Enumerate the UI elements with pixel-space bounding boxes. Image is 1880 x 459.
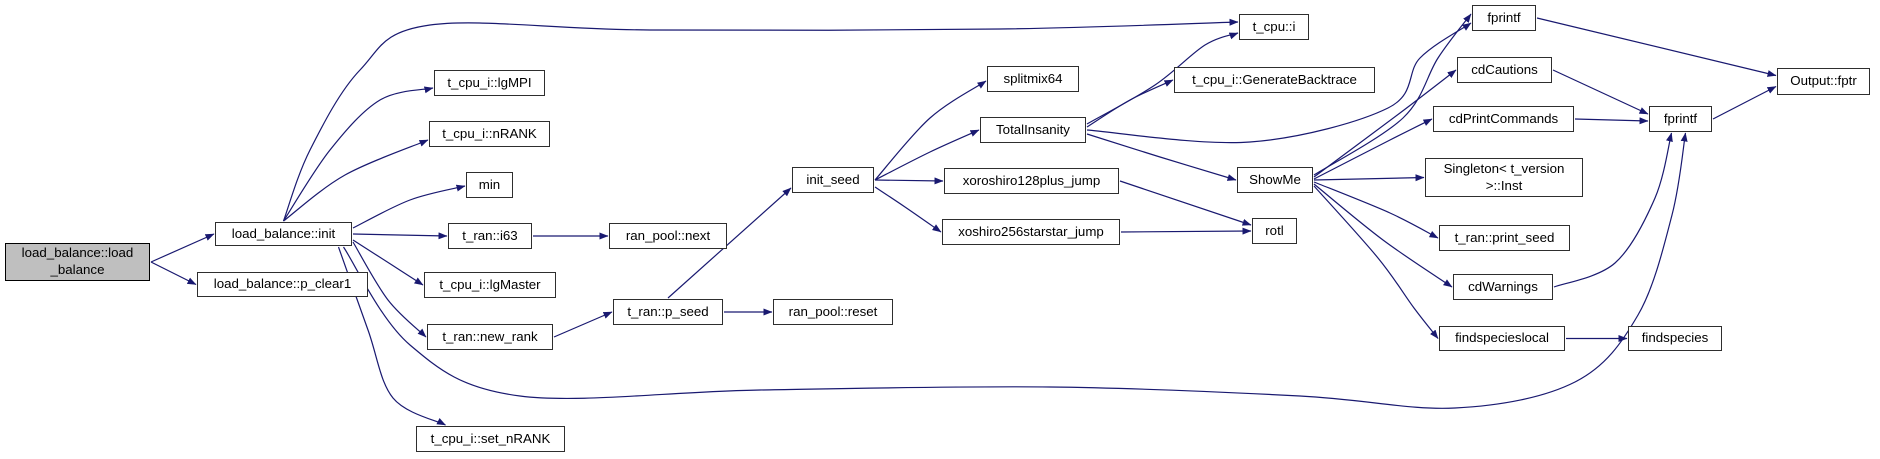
node-rpreset[interactable]: ran_pool::reset	[773, 299, 893, 325]
edge-showme-printseed	[1313, 181, 1439, 239]
node-cdprintcmds[interactable]: cdPrintCommands	[1433, 106, 1574, 132]
edge-cdcautions-fprintf2	[1552, 69, 1649, 115]
node-fspecies[interactable]: findspecies	[1628, 326, 1722, 351]
edge-totalinsanity-genbacktrace	[1086, 79, 1174, 128]
edge-init-newrank	[352, 241, 427, 338]
node-tcpui[interactable]: t_cpu::i	[1239, 14, 1309, 40]
node-min[interactable]: min	[466, 172, 513, 198]
node-singleton[interactable]: Singleton< t_version >::Inst	[1425, 158, 1583, 197]
node-cdcautions[interactable]: cdCautions	[1457, 57, 1552, 83]
edge-cdwarnings-fprintf2	[1553, 132, 1673, 288]
edge-fprintf2-outputfptr	[1712, 85, 1777, 120]
edge-initseed-splitmix	[874, 80, 987, 181]
node-x128jump[interactable]: xoroshiro128plus_jump	[944, 168, 1119, 194]
edge-init-tcpui	[282, 18, 1239, 222]
node-fprintf2[interactable]: fprintf	[1649, 106, 1712, 132]
edge-showme-fprintf1	[1313, 13, 1472, 176]
node-totalinsanity[interactable]: TotalInsanity	[980, 117, 1086, 143]
node-pclear1[interactable]: load_balance::p_clear1	[197, 272, 368, 297]
edge-x128jump-rotl	[1119, 180, 1252, 226]
node-nrank[interactable]: t_cpu_i::nRANK	[429, 121, 550, 147]
edge-x256jump-rotl	[1120, 227, 1252, 235]
node-lgmaster[interactable]: t_cpu_i::lgMaster	[424, 272, 556, 298]
node-cdwarnings[interactable]: cdWarnings	[1453, 274, 1553, 300]
node-fspecieslocal[interactable]: findspecieslocal	[1439, 326, 1565, 351]
node-newrank[interactable]: t_ran::new_rank	[427, 324, 553, 350]
node-genbacktrace[interactable]: t_cpu_i::GenerateBacktrace	[1174, 67, 1375, 93]
node-setnrank[interactable]: t_cpu_i::set_nRANK	[416, 426, 565, 452]
node-initseed[interactable]: init_seed	[792, 167, 874, 193]
node-x256jump[interactable]: xoshiro256starstar_jump	[942, 219, 1120, 245]
edge-init-min	[352, 184, 466, 229]
node-rotl[interactable]: rotl	[1252, 218, 1297, 244]
edge-showme-fspecieslocal	[1313, 185, 1439, 339]
edge-init-fprintf2	[343, 132, 1688, 409]
node-init[interactable]: load_balance::init	[215, 222, 352, 246]
edge-init-i63	[352, 232, 448, 240]
edge-initseed-x128jump	[874, 177, 944, 185]
edge-totalinsanity-showme	[1086, 133, 1237, 181]
edge-lb-pclear1	[150, 261, 197, 286]
node-rpnext[interactable]: ran_pool::next	[609, 223, 727, 249]
node-i63[interactable]: t_ran::i63	[448, 223, 532, 249]
node-splitmix[interactable]: splitmix64	[987, 66, 1079, 92]
edge-showme-singleton	[1313, 174, 1425, 182]
edge-showme-cdcautions	[1313, 69, 1457, 178]
edge-cdprintcmds-fprintf2	[1574, 117, 1649, 125]
edge-fprintf1-outputfptr	[1536, 17, 1777, 77]
edge-newrank-pseed	[553, 311, 613, 338]
edge-initseed-x256jump	[874, 186, 942, 233]
edge-init-lgmaster	[352, 239, 424, 286]
edge-init-nrank	[283, 139, 429, 222]
edge-showme-cdwarnings	[1313, 183, 1453, 288]
edge-init-lgmpi	[282, 86, 434, 222]
node-printseed[interactable]: t_ran::print_seed	[1439, 225, 1570, 251]
edge-initseed-totalinsanity	[874, 129, 980, 181]
node-pseed[interactable]: t_ran::p_seed	[613, 299, 723, 325]
edge-totalinsanity-fprintf1	[1086, 22, 1472, 144]
node-lb[interactable]: load_balance::load _balance	[5, 243, 150, 281]
node-lgmpi[interactable]: t_cpu_i::lgMPI	[434, 70, 545, 96]
node-fprintf1[interactable]: fprintf	[1472, 5, 1536, 31]
edge-pseed-initseed	[667, 187, 792, 299]
node-showme[interactable]: ShowMe	[1237, 167, 1313, 193]
node-outputfptr[interactable]: Output::fptr	[1777, 68, 1870, 95]
edge-lb-init	[150, 233, 215, 263]
edge-showme-cdprintcmds	[1313, 118, 1433, 180]
